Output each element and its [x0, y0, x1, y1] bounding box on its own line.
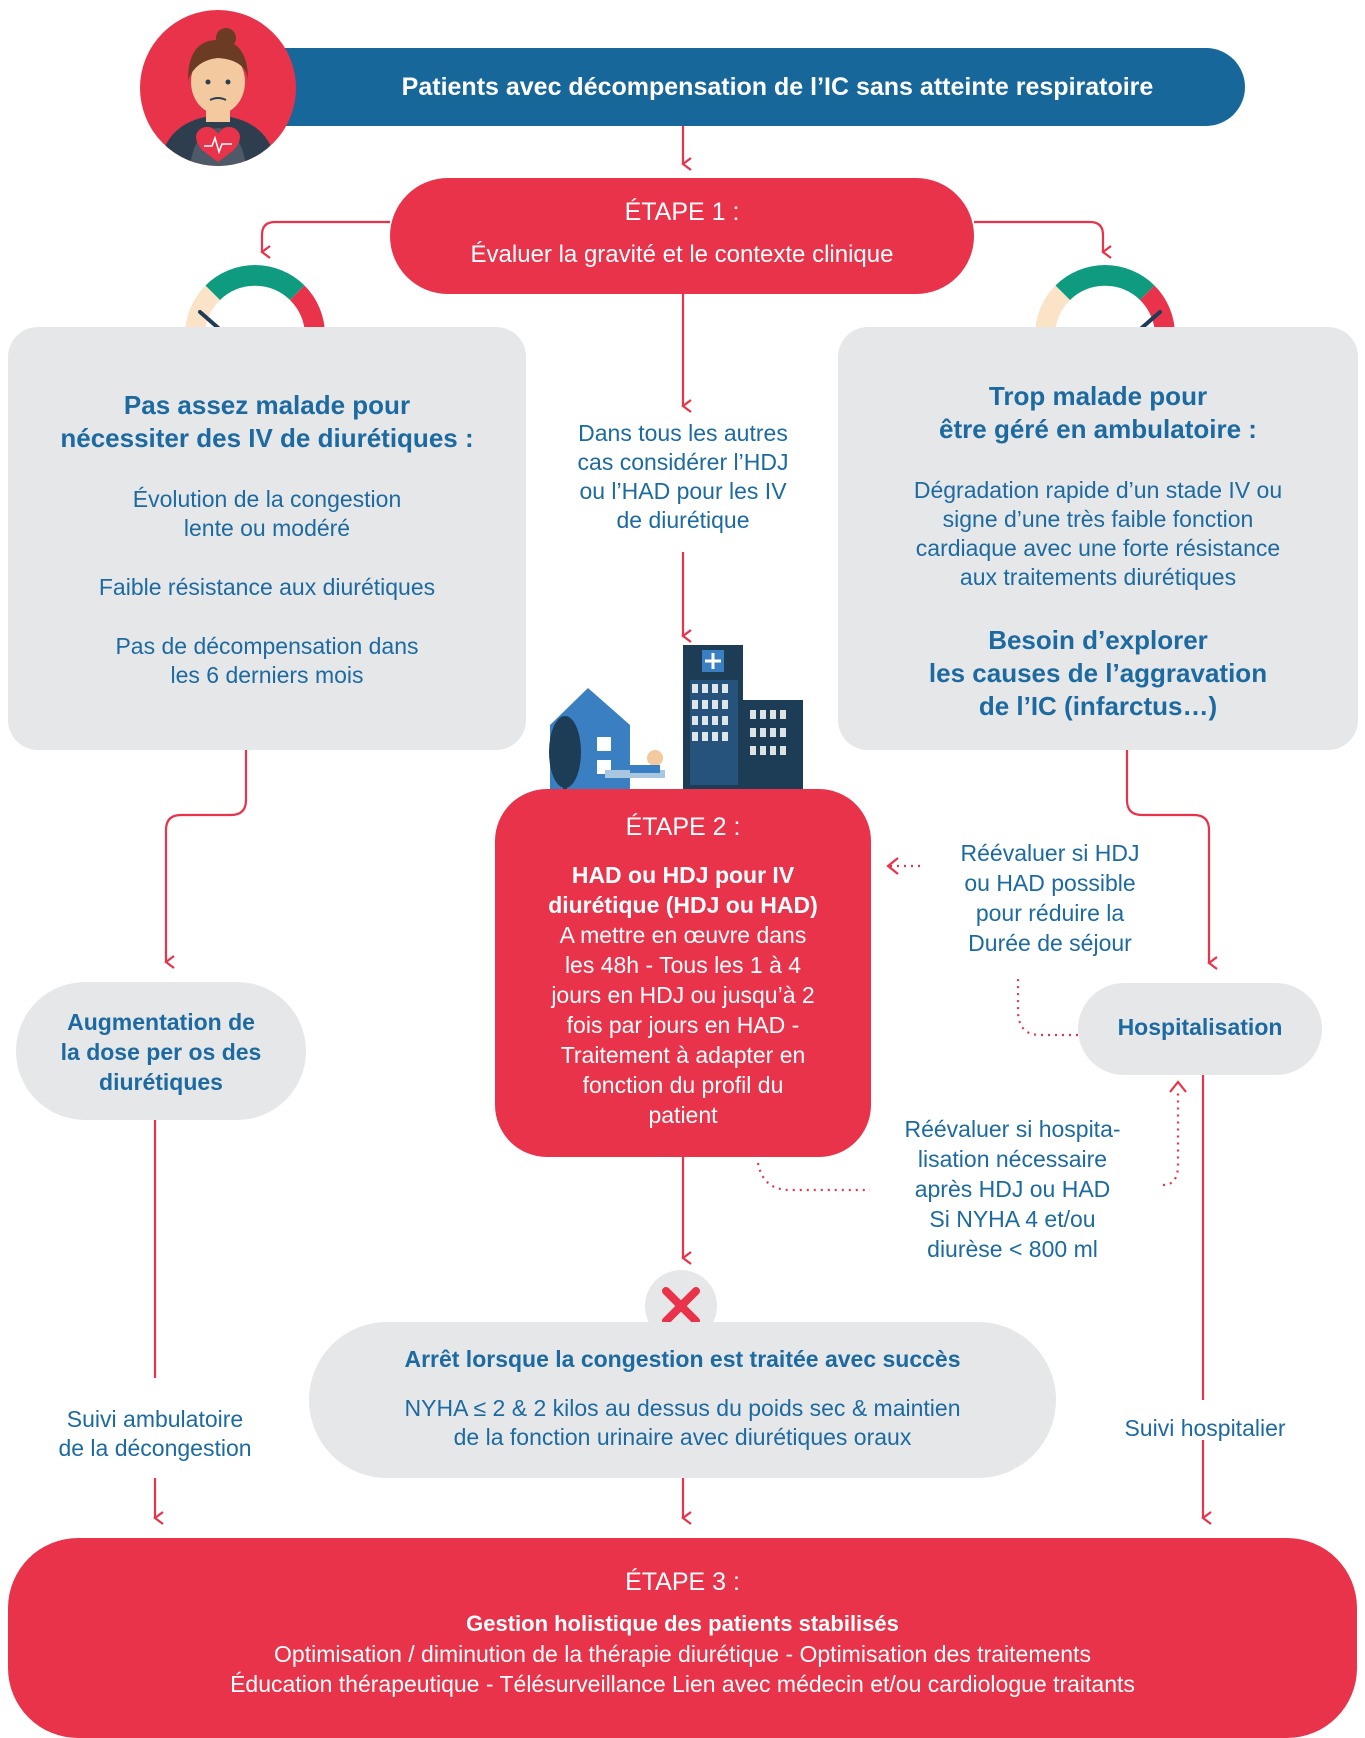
outpatient-followup-label: Suivi ambulatoire de la décongestion: [30, 1405, 280, 1463]
dose-line: la dose per os des: [60, 1039, 262, 1065]
step2-bold-line: HAD ou HDJ pour IV: [571, 862, 795, 888]
middle-line: Dans tous les autres: [578, 420, 788, 446]
too-sick-panel: Trop malade pour être géré en ambulatoir…: [838, 327, 1358, 750]
reeval-line: Si NYHA 4 et/ou: [929, 1206, 1096, 1232]
dotted-hospitalisation-to-reeval: [1016, 975, 1078, 1037]
criteria-line: Évolution de la congestion: [132, 486, 402, 512]
reeval-line: ou HAD possible: [964, 870, 1136, 896]
step2-line: les 48h - Tous les 1 à 4: [564, 952, 802, 978]
middle-line: ou l’HAD pour les IV: [579, 478, 787, 504]
right-heading-line1: Trop malade pour: [988, 381, 1208, 411]
reevaluate-hospitalisation-text: Réévaluer si hospita- lisation nécessair…: [870, 1114, 1155, 1264]
stop-criteria-title: Arrêt lorsque la congestion est traitée …: [404, 1346, 961, 1372]
criteria-line: lente ou modéré: [183, 515, 351, 541]
right-heading2-line: les causes de l’aggravation: [928, 658, 1268, 688]
other-cases-text: Dans tous les autres cas considérer l’HD…: [548, 419, 818, 535]
left-heading-line1: Pas assez malade pour: [123, 390, 411, 420]
criteria-line: les 6 derniers mois: [170, 662, 364, 688]
reeval-line: après HDJ ou HAD: [914, 1176, 1111, 1202]
followup-line: de la décongestion: [58, 1435, 252, 1461]
right-body-line: aux traitements diurétiques: [959, 564, 1237, 590]
left-heading-line2: nécessiter des IV de diurétiques :: [60, 423, 474, 453]
stop-criteria-line: de la fonction urinaire avec diurétiques…: [453, 1424, 912, 1450]
hospital-icon: [549, 645, 803, 790]
reeval-line: lisation nécessaire: [917, 1146, 1108, 1172]
reeval-line: diurèse < 800 ml: [927, 1236, 1098, 1262]
step2-bold-line: diurétique (HDJ ou HAD): [548, 892, 818, 918]
reeval-line: Réévaluer si HDJ: [960, 840, 1140, 866]
dose-increase-box: Augmentation de la dose per os des diuré…: [16, 982, 306, 1120]
step2-line: fonction du profil du: [582, 1072, 784, 1098]
arrow-left-to-augmentation: [164, 750, 248, 969]
right-heading2-line: Besoin d’explorer: [988, 625, 1208, 655]
right-heading2-line: de l’IC (infarctus…): [978, 691, 1218, 721]
criteria-item: Évolution de la congestion lente ou modé…: [28, 485, 506, 543]
criteria-item: Faible résistance aux diurétiques: [28, 573, 506, 602]
step2-line: jours en HDJ ou jusqu’à 2: [551, 982, 815, 1008]
step2-line: fois par jours en HAD -: [566, 1012, 800, 1038]
right-panel-heading2: Besoin d’explorer les causes de l’aggrav…: [858, 624, 1338, 723]
right-body-line: signe d’une très faible fonction: [942, 506, 1254, 532]
hospital-followup-label: Suivi hospitalier: [1124, 1415, 1286, 1441]
arrow-step1-to-left: [260, 220, 390, 259]
not-sick-enough-panel: Pas assez malade pour nécessiter des IV …: [8, 327, 526, 750]
dose-line: Augmentation de: [67, 1009, 255, 1035]
dose-line: diurétiques: [99, 1069, 223, 1095]
step2-body: HAD ou HDJ pour IV diurétique (HDJ ou HA…: [515, 860, 851, 1130]
criteria-item: Pas de décompensation dans les 6 dernier…: [28, 632, 506, 690]
step1-subtitle: Évaluer la gravité et le contexte cliniq…: [470, 241, 894, 268]
right-panel-body: Dégradation rapide d’un stade IV ou sign…: [858, 476, 1338, 592]
dotted-step2-to-reeval2: [756, 1162, 870, 1192]
step2-line: Traitement à adapter en: [560, 1042, 806, 1068]
step3-line1: Optimisation / diminution de la thérapie…: [274, 1641, 1091, 1667]
middle-line: cas considérer l’HDJ: [577, 449, 789, 475]
dotted-arrowhead-up: [1169, 1080, 1187, 1093]
right-body-line: Dégradation rapide d’un stade IV ou: [913, 477, 1283, 503]
step2-box: ÉTAPE 2 : HAD ou HDJ pour IV diurétique …: [495, 789, 871, 1157]
patient-illustration-icon: [160, 28, 276, 166]
criteria-line: Pas de décompensation dans: [115, 633, 419, 659]
dotted-arrowhead-left: [886, 857, 899, 875]
hospitalisation-box: Hospitalisation: [1078, 983, 1322, 1075]
right-panel-heading: Trop malade pour être géré en ambulatoir…: [858, 380, 1338, 446]
reeval-line: Durée de séjour: [968, 930, 1132, 956]
left-panel-heading: Pas assez malade pour nécessiter des IV …: [28, 389, 506, 455]
right-heading-line2: être géré en ambulatoire :: [939, 414, 1257, 444]
middle-line: de diurétique: [616, 507, 750, 533]
reeval-line: pour réduire la: [975, 900, 1125, 926]
arrow-right-to-hospitalisation: [1125, 750, 1218, 970]
dose-increase-text: Augmentation de la dose per os des diuré…: [26, 1007, 296, 1097]
reeval-line: Réévaluer si hospita-: [904, 1116, 1121, 1142]
right-body-line: cardiaque avec une forte résistance: [915, 535, 1281, 561]
dotted-reeval2-to-hospitalisation: [1162, 1090, 1180, 1187]
step3-subtitle: Gestion holistique des patients stabilis…: [466, 1611, 899, 1636]
step2-line: patient: [648, 1102, 718, 1128]
criteria-line: Faible résistance aux diurétiques: [98, 574, 436, 600]
followup-line: Suivi ambulatoire: [66, 1406, 244, 1432]
header-banner: Patients avec décompensation de l’IC san…: [230, 48, 1245, 126]
stop-criteria-body: NYHA ≤ 2 & 2 kilos au dessus du poids se…: [329, 1394, 1036, 1452]
step2-title: ÉTAPE 2 :: [625, 813, 741, 841]
header-title: Patients avec décompensation de l’IC san…: [401, 72, 1154, 101]
patient-avatar: [140, 10, 296, 166]
step3-box: ÉTAPE 3 : Gestion holistique des patient…: [8, 1538, 1357, 1738]
stop-criteria-box: Arrêt lorsque la congestion est traitée …: [309, 1322, 1056, 1478]
left-panel-criteria: Évolution de la congestion lente ou modé…: [28, 485, 506, 720]
step2-line: A mettre en œuvre dans: [559, 922, 807, 948]
hospitalisation-label: Hospitalisation: [1117, 1014, 1283, 1040]
stop-criteria-line: NYHA ≤ 2 & 2 kilos au dessus du poids se…: [404, 1395, 961, 1421]
step3-title: ÉTAPE 3 :: [625, 1568, 740, 1596]
step3-line2: Éducation thérapeutique - Télésurveillan…: [230, 1671, 1135, 1697]
reevaluate-hdj-text: Réévaluer si HDJ ou HAD possible pour ré…: [925, 838, 1175, 958]
arrow-step1-to-right: [974, 220, 1112, 259]
step1-box: ÉTAPE 1 : Évaluer la gravité et le conte…: [390, 178, 974, 294]
step1-title: ÉTAPE 1 :: [624, 198, 740, 226]
